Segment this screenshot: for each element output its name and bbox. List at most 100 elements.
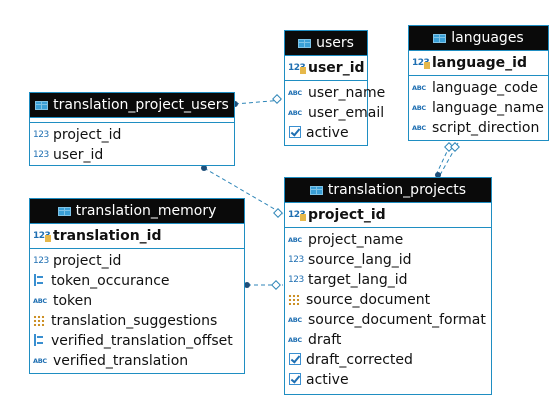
text-type-icon: ABC [33,357,47,365]
entity-title: translation_memory [75,203,217,219]
column-row[interactable]: ABC source_document_format [285,310,491,330]
column-name: user_name [308,85,386,101]
key-icon [424,62,430,69]
column-row[interactable]: active [285,123,367,143]
column-row[interactable]: ABC language_name [409,98,548,118]
text-type-icon: ABC [288,336,302,344]
table-icon [433,34,447,43]
link-end-diamond [272,94,282,104]
column-name: draft [308,332,342,348]
text-type-icon: ABC [288,89,302,97]
column-name: active [306,372,349,388]
column-name: language_id [432,55,527,71]
link-end-diamond [271,280,281,290]
text-type-icon: ABC [288,109,302,117]
column-row[interactable]: ABC user_name [285,83,385,103]
column-row[interactable]: 123 source_lang_id [285,250,491,270]
column-name: source_lang_id [308,252,412,268]
column-name: user_id [53,147,104,163]
table-icon [298,39,312,48]
json-type-icon [33,274,45,286]
entity-header[interactable]: translation_project_users [30,93,234,118]
column-name: source_document_format [308,312,486,328]
numeric-type-icon: 123 [33,150,49,160]
column-name: user_email [308,105,385,121]
column-row[interactable]: source_document [285,290,491,310]
link-end-diamond [450,142,460,152]
text-type-icon: ABC [412,104,426,112]
entity-header[interactable]: users [285,31,367,56]
column-name: translation_suggestions [51,313,218,329]
column-name: source_document [306,292,431,308]
column-name: active [306,125,349,141]
column-name: user_id [308,60,365,76]
entity-header[interactable]: translation_projects [285,178,491,203]
entity-header[interactable]: translation_memory [30,199,244,224]
numeric-type-icon: 123 [288,210,306,220]
column-row[interactable]: verified_translation_offset [30,331,244,351]
numeric-type-icon: 123 [288,63,306,73]
json-type-icon [33,334,45,346]
link-project-users-to-projects [203,167,284,215]
column-row[interactable]: translation_suggestions [30,311,244,331]
link-end-dot [244,282,250,288]
table-icon [35,101,49,110]
column-row[interactable]: ABC script_direction [409,118,548,138]
column-row[interactable]: draft_corrected [285,350,491,370]
text-type-icon: ABC [412,124,426,132]
column-name: script_direction [432,120,540,136]
text-type-icon: ABC [288,316,302,324]
link-project-users-to-users [234,99,284,105]
numeric-type-icon: 123 [33,231,51,241]
numeric-type-icon: 123 [412,58,430,68]
link-end-diamond [273,208,283,218]
numeric-type-icon: 123 [288,275,304,285]
column-name: project_id [308,207,386,223]
column-row[interactable]: 123 user_id [30,145,234,165]
column-name: project_id [53,127,122,143]
link-end-dot [201,165,207,171]
column-name: verified_translation_offset [51,333,233,349]
column-row[interactable]: token_occurance [30,271,244,291]
entity-header[interactable]: languages [409,26,548,51]
column-name: translation_id [53,228,162,244]
link-end-diamond [444,142,454,152]
column-name: project_name [308,232,404,248]
column-name: project_id [53,253,122,269]
column-row[interactable]: ABC user_email [285,103,384,123]
column-name: language_name [432,100,544,116]
column-row[interactable]: active [285,370,491,390]
column-name: language_code [432,80,538,96]
column-name: token [53,293,93,309]
numeric-type-icon: 123 [288,255,304,265]
key-icon [300,214,306,221]
boolean-type-icon [289,126,301,138]
column-name: token_occurance [51,273,170,289]
entity-title: translation_projects [327,182,467,198]
column-name: draft_corrected [306,352,413,368]
column-row[interactable]: ABC draft [285,330,491,350]
